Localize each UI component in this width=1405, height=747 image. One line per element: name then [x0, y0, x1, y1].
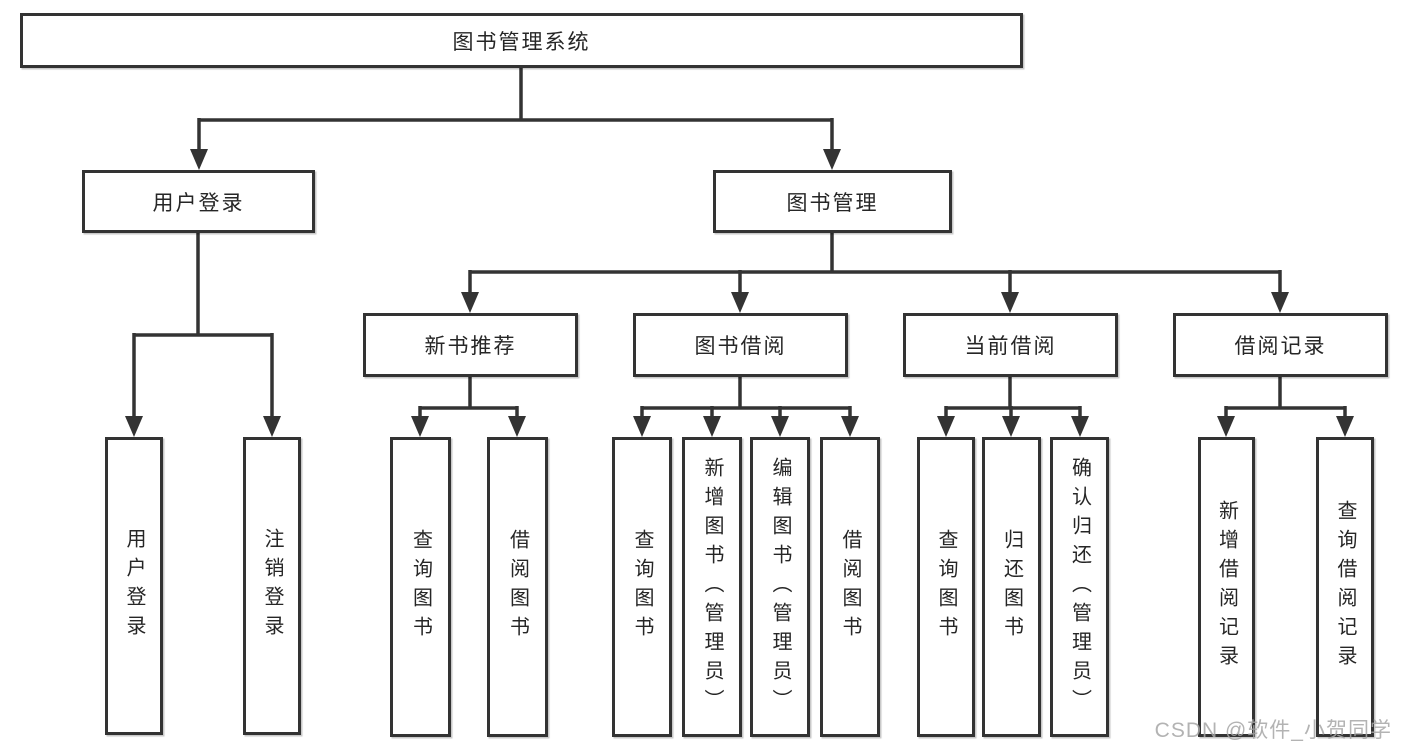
node-leaf-query-books-current: 查询图书: [917, 437, 975, 737]
node-label: 编辑图书（管理员）: [769, 456, 791, 718]
node-label: 借阅记录: [1234, 335, 1327, 358]
node-current-borrowing: 当前借阅: [903, 313, 1118, 377]
node-label: 图书管理系统: [452, 30, 591, 54]
node-leaf-add-borrow-record: 新增借阅记录: [1198, 437, 1255, 737]
node-leaf-borrow-books-recommend: 借阅图书: [487, 437, 548, 737]
node-label: 图书借阅: [694, 335, 787, 358]
node-label: 图书管理: [786, 191, 879, 215]
node-leaf-add-books-admin: 新增图书（管理员）: [682, 437, 742, 737]
node-label: 查询图书: [631, 529, 653, 645]
node-label: 查询借阅记录: [1334, 500, 1356, 674]
node-label: 借阅图书: [839, 529, 861, 645]
node-label: 注销登录: [261, 528, 283, 644]
node-leaf-return-books: 归还图书: [982, 437, 1041, 737]
node-book-management: 图书管理: [713, 170, 952, 233]
node-leaf-logout: 注销登录: [243, 437, 301, 735]
node-label: 查询图书: [409, 529, 432, 645]
node-leaf-confirm-return-admin: 确认归还（管理员）: [1050, 437, 1109, 737]
node-label: 归还图书: [1000, 529, 1023, 645]
node-new-book-recommendation: 新书推荐: [363, 313, 578, 377]
node-leaf-query-borrow-record: 查询借阅记录: [1316, 437, 1374, 737]
node-label: 新书推荐: [424, 335, 517, 358]
node-label: 用户登录: [152, 191, 245, 215]
node-book-borrowing: 图书借阅: [633, 313, 848, 377]
node-leaf-borrow-books-borrowing: 借阅图书: [820, 437, 880, 737]
node-leaf-edit-books-admin: 编辑图书（管理员）: [750, 437, 810, 737]
node-leaf-query-books-borrowing: 查询图书: [612, 437, 672, 737]
node-label: 新增借阅记录: [1215, 500, 1238, 674]
csdn-watermark: CSDN @软件_小贺同学: [1154, 719, 1392, 742]
node-label: 用户登录: [123, 528, 145, 644]
node-user-login: 用户登录: [82, 170, 315, 233]
node-label: 确认归还（管理员）: [1068, 456, 1091, 718]
node-label: 查询图书: [935, 529, 957, 645]
node-label: 新增图书（管理员）: [701, 456, 723, 718]
node-leaf-user-login: 用户登录: [105, 437, 163, 735]
node-leaf-query-books-recommend: 查询图书: [390, 437, 451, 737]
node-label: 当前借阅: [964, 335, 1057, 358]
node-borrowing-records: 借阅记录: [1173, 313, 1388, 377]
node-root-library-system: 图书管理系统: [20, 13, 1023, 68]
node-label: 借阅图书: [506, 529, 529, 645]
